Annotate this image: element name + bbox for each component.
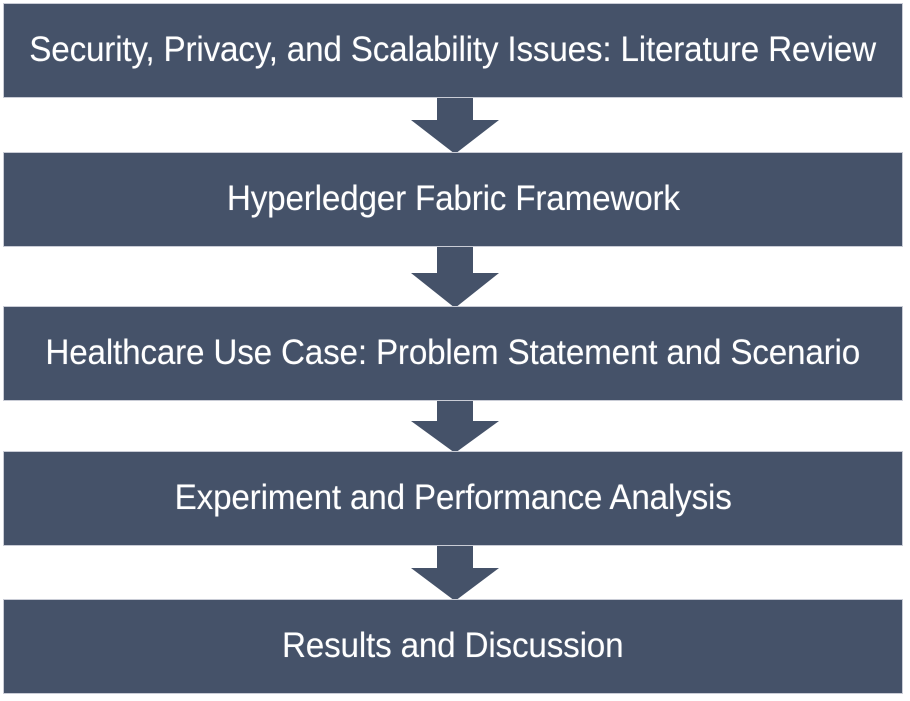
flowchart-step-5-label: Results and Discussion <box>282 626 624 666</box>
flowchart-step-2: Hyperledger Fabric Framework <box>3 152 903 247</box>
arrow-down-icon-4 <box>411 544 499 601</box>
flowchart-step-4: Experiment and Performance Analysis <box>3 451 903 546</box>
arrow-down-icon-2 <box>411 245 499 308</box>
arrow-down-icon-3 <box>411 399 499 453</box>
flowchart-step-4-label: Experiment and Performance Analysis <box>174 478 732 518</box>
flowchart-step-3-label: Healthcare Use Case: Problem Statement a… <box>45 333 861 373</box>
flowchart-step-2-label: Hyperledger Fabric Framework <box>226 179 680 219</box>
flowchart-step-5: Results and Discussion <box>3 599 903 694</box>
flowchart-step-1-label: Security, Privacy, and Scalability Issue… <box>29 30 877 70</box>
arrow-down-icon-1 <box>411 96 499 154</box>
flowchart-step-3: Healthcare Use Case: Problem Statement a… <box>3 306 903 401</box>
flowchart-step-1: Security, Privacy, and Scalability Issue… <box>3 3 903 98</box>
